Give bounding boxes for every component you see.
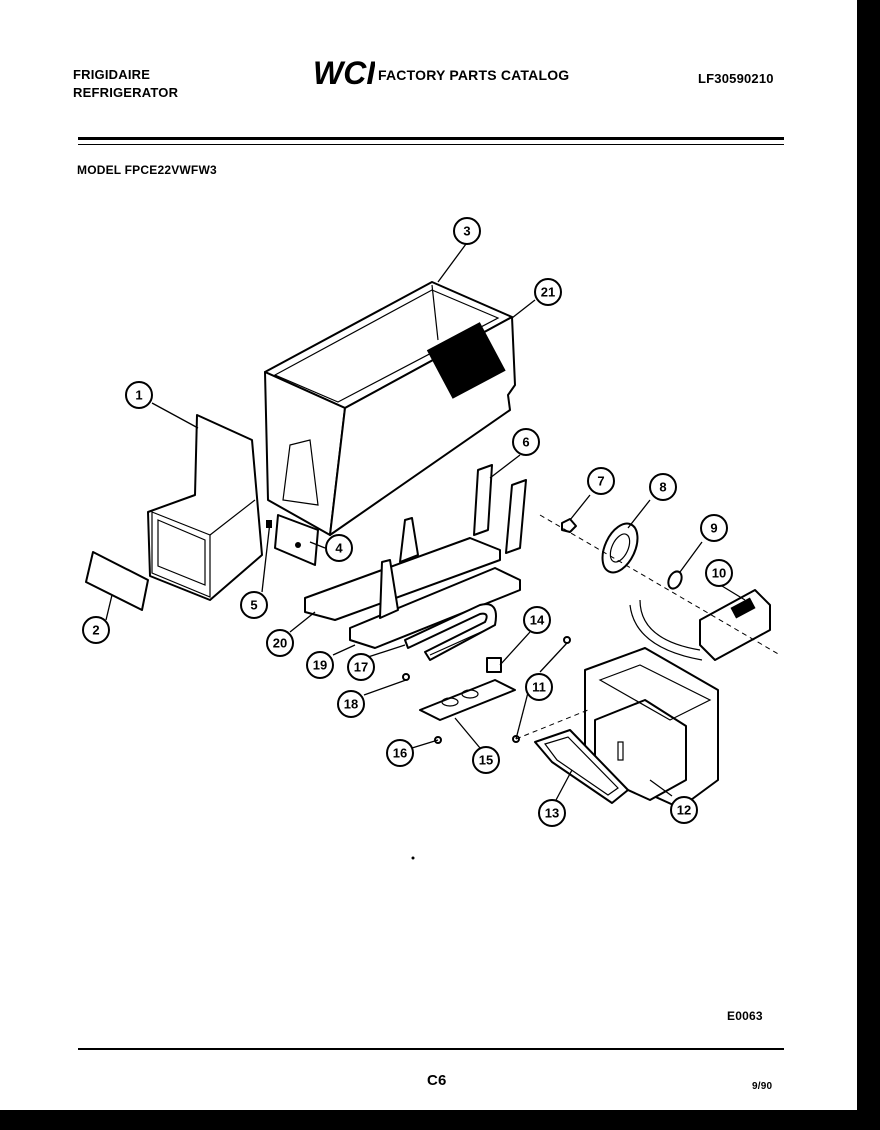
print-speck	[411, 856, 415, 860]
callout-18: 18	[337, 690, 365, 718]
svg-text:9: 9	[710, 521, 717, 536]
catalog-number: LF30590210	[698, 71, 774, 86]
drawing-code: E0063	[727, 1009, 763, 1023]
svg-text:3: 3	[463, 224, 470, 239]
svg-text:2: 2	[92, 623, 99, 638]
svg-text:14: 14	[530, 613, 545, 628]
revision-date: 9/90	[752, 1081, 773, 1092]
svg-text:19: 19	[313, 658, 327, 673]
svg-text:20: 20	[273, 636, 287, 651]
switch-assembly-part	[629, 589, 771, 661]
model-number: MODEL FPCE22VWFW3	[77, 163, 217, 177]
svg-text:8: 8	[659, 480, 666, 495]
bracket-part	[266, 514, 319, 566]
svg-text:13: 13	[545, 806, 559, 821]
product-type: REFRIGERATOR	[73, 85, 179, 100]
ice-bucket-part	[264, 281, 516, 536]
callout-8: 8	[649, 473, 677, 501]
svg-text:12: 12	[677, 803, 691, 818]
thermostat-plate-part	[419, 657, 516, 721]
screw-part	[563, 636, 571, 644]
svg-text:4: 4	[335, 541, 343, 556]
washer-part	[667, 570, 683, 590]
callout-5: 5	[240, 591, 268, 619]
callout-10: 10	[705, 559, 733, 587]
svg-text:10: 10	[712, 566, 726, 581]
svg-text:18: 18	[344, 697, 358, 712]
callout-9: 9	[700, 514, 728, 542]
footer-rule	[78, 1048, 784, 1050]
svg-text:6: 6	[522, 435, 529, 450]
leader-lines	[105, 243, 746, 801]
exploded-parts-diagram: 3 21 1 6 7 8 9 10 4 5 2 20 14 19 17 11 1…	[82, 217, 781, 860]
callout-21: 21	[534, 278, 562, 306]
nut-part	[561, 518, 577, 533]
svg-text:21: 21	[541, 285, 555, 300]
screw-part	[402, 673, 410, 681]
brand-name: FRIGIDAIRE	[73, 67, 151, 82]
callout-13: 13	[538, 799, 566, 827]
callout-6: 6	[512, 428, 540, 456]
callout-11: 11	[525, 673, 553, 701]
auger-rail-part	[304, 517, 521, 649]
gasket-part	[534, 729, 629, 804]
callout-7: 7	[587, 467, 615, 495]
parts-catalog-page: FRIGIDAIRE REFRIGERATOR WCI FACTORY PART…	[0, 0, 857, 1110]
svg-text:1: 1	[135, 388, 142, 403]
callout-20: 20	[266, 629, 294, 657]
link-rod-part	[473, 464, 527, 554]
wci-logo-text: WCI	[313, 55, 375, 89]
callout-15: 15	[472, 746, 500, 774]
svg-text:16: 16	[393, 746, 407, 761]
svg-text:7: 7	[597, 474, 604, 489]
catalog-title: FACTORY PARTS CATALOG	[378, 67, 570, 83]
callout-16: 16	[386, 739, 414, 767]
callout-14: 14	[523, 606, 551, 634]
assembly-centerline	[515, 709, 589, 740]
motor-housing-part	[584, 647, 719, 809]
header-rule-thick	[78, 137, 784, 140]
callout-12: 12	[670, 796, 698, 824]
svg-text:5: 5	[250, 598, 257, 613]
callout-19: 19	[306, 651, 334, 679]
callout-2: 2	[82, 616, 110, 644]
front-cover-part	[147, 414, 263, 601]
page-number: C6	[427, 1072, 447, 1089]
callout-1: 1	[125, 381, 153, 409]
callout-4: 4	[325, 534, 353, 562]
svg-text:15: 15	[479, 753, 493, 768]
callout-17: 17	[347, 653, 375, 681]
svg-text:11: 11	[532, 680, 546, 695]
svg-text:17: 17	[354, 660, 368, 675]
wci-logo: WCI	[313, 55, 375, 89]
drive-gear-part	[601, 522, 639, 574]
assembly-centerline	[539, 514, 781, 656]
callout-3: 3	[453, 217, 481, 245]
heater-strip-part	[404, 603, 497, 661]
label-plate-part	[85, 551, 149, 611]
header-rule-thin	[78, 144, 784, 145]
